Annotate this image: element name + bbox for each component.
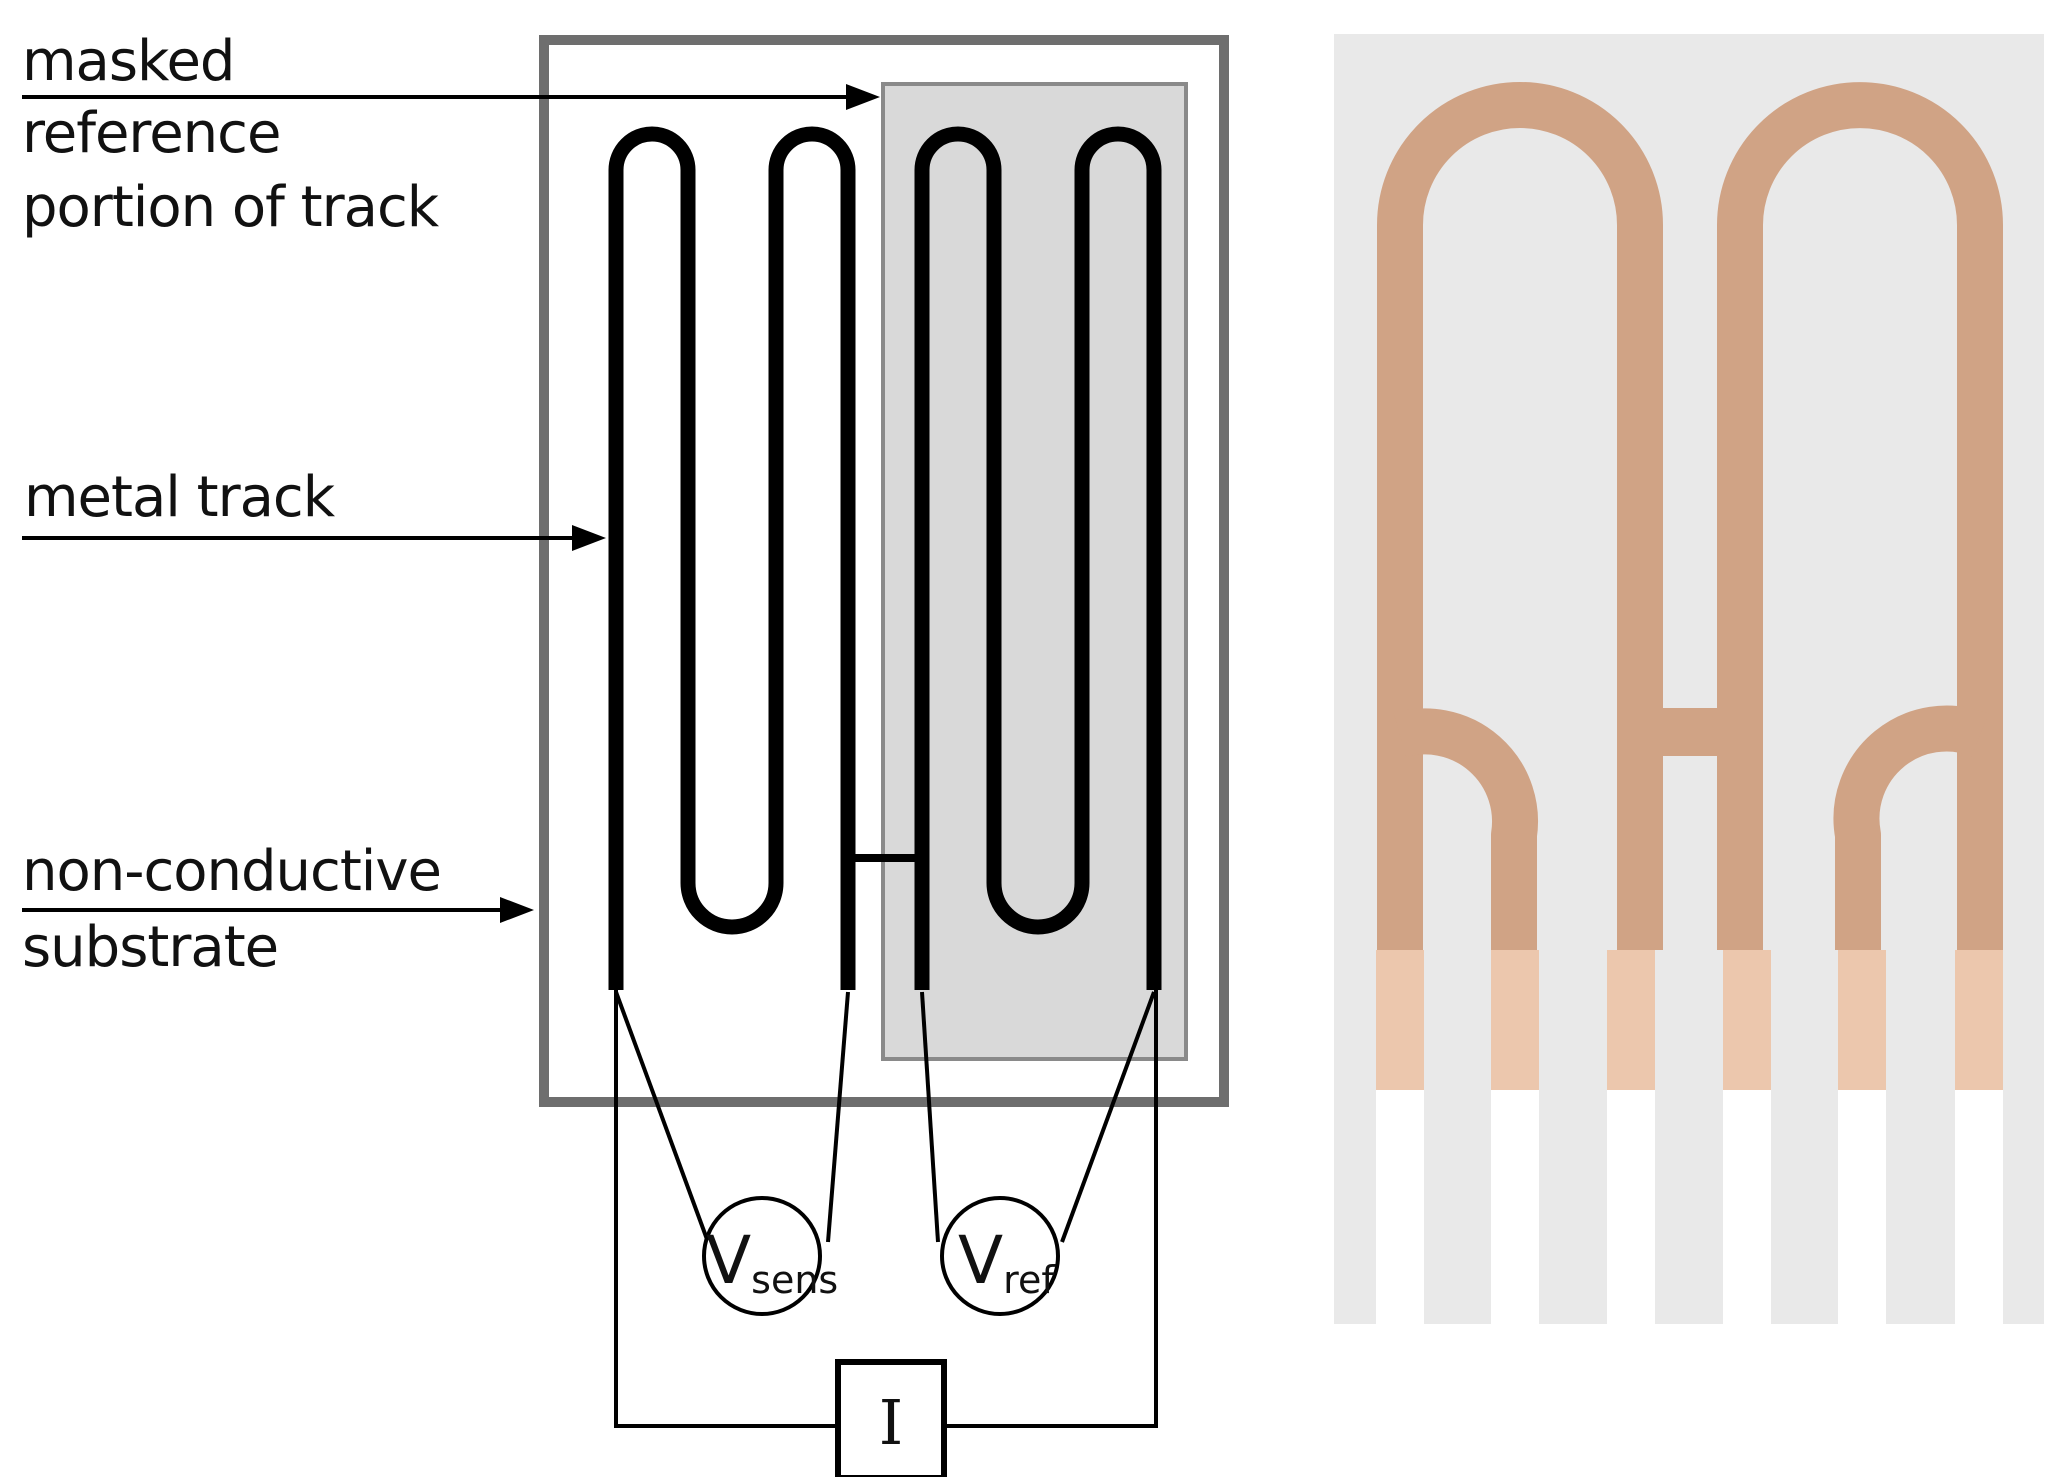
reference-track xyxy=(914,126,1162,990)
vsens-meter xyxy=(702,1196,822,1316)
sensing-track xyxy=(608,126,856,990)
current-source-box xyxy=(835,1359,947,1481)
substrate-arrowhead xyxy=(500,897,534,923)
vref-label: Vref xyxy=(958,1222,1056,1302)
current-source-label: I xyxy=(879,1386,904,1459)
vsens-lead-left xyxy=(614,991,710,1243)
current-source-wire xyxy=(614,990,1158,1428)
metal-track-arrowhead xyxy=(572,525,606,551)
masked-reference-region xyxy=(881,82,1188,1061)
substrate-label: non-conductive substrate xyxy=(22,839,458,980)
masked-reference-label: masked reference portion of track xyxy=(22,29,440,240)
schematic-diagram: I Vsens Vref masked reference portion of… xyxy=(22,29,1229,1481)
vsens-label: Vsens xyxy=(706,1222,838,1302)
photo-background xyxy=(1334,34,2044,1324)
sensor-photo xyxy=(1334,34,2044,1324)
vref-lead-right xyxy=(1060,991,1156,1243)
vref-lead-left xyxy=(920,991,940,1243)
vref-meter xyxy=(940,1196,1060,1316)
photo-pads-white xyxy=(1376,1090,2003,1324)
vsens-lead-right xyxy=(826,991,850,1243)
metal-track-label: metal track xyxy=(24,465,336,530)
photo-pads-light xyxy=(1376,950,2003,1090)
photo-bridge xyxy=(1640,708,1740,756)
masked-reference-arrowhead xyxy=(846,84,880,110)
